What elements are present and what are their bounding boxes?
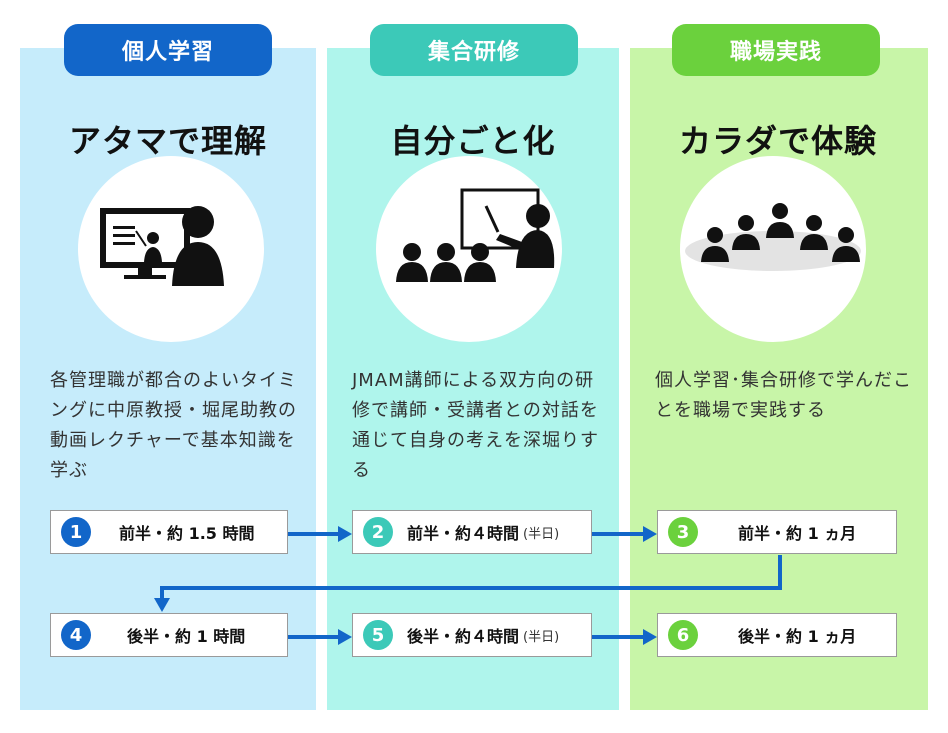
description-group-training: JMAM講師による双方向の研修で講師・受講者との対話を通じて自身の考えを深堀りす… [352, 370, 599, 481]
step-4: 4 後半・約 1 時間 [50, 613, 288, 657]
step-number-badge: 4 [61, 620, 91, 650]
person-lecture-screen-icon [78, 156, 264, 342]
step-number-badge: 3 [668, 517, 698, 547]
step-number-badge: 5 [363, 620, 393, 650]
step-note: (半日) [523, 526, 560, 542]
tag-workplace-practice: 職場実践 [672, 24, 880, 76]
step-number-badge: 2 [363, 517, 393, 547]
tag-individual-learning: 個人学習 [64, 24, 272, 76]
step-1: 1 前半・約 1.5 時間 [50, 510, 288, 554]
step-label: 後半・約 1 時間 [127, 627, 246, 646]
heading-experience-with-body: カラダで体験 [678, 122, 877, 160]
step-note: (半日) [523, 629, 560, 645]
step-label: 後半・約 1 ヵ月 [738, 627, 857, 646]
instructor-audience-icon [376, 156, 562, 342]
team-meeting-table-icon [680, 156, 866, 342]
step-label: 後半・約４時間 [407, 627, 520, 646]
step-5: 5 後半・約４時間 (半日) [352, 613, 592, 657]
heading-understand-with-head: アタマで理解 [68, 122, 267, 160]
step-label: 前半・約 1.5 時間 [119, 524, 255, 543]
step-2: 2 前半・約４時間 (半日) [352, 510, 592, 554]
description-workplace-practice: 個人学習･集合研修で学んだことを職場で実践する [655, 370, 912, 421]
description-individual-learning: 各管理職が都合のよいタイミングに中原教授・堀尾助教の動画レクチャーで基本知識を学… [50, 370, 297, 481]
step-label: 前半・約４時間 [407, 524, 520, 543]
step-number-badge: 1 [61, 517, 91, 547]
step-3: 3 前半・約 1 ヵ月 [657, 510, 897, 554]
heading-make-it-personal: 自分ごと化 [390, 122, 556, 160]
step-label: 前半・約 1 ヵ月 [738, 524, 857, 543]
step-6: 6 後半・約 1 ヵ月 [657, 613, 897, 657]
step-number-badge: 6 [668, 620, 698, 650]
tag-group-training: 集合研修 [370, 24, 578, 76]
